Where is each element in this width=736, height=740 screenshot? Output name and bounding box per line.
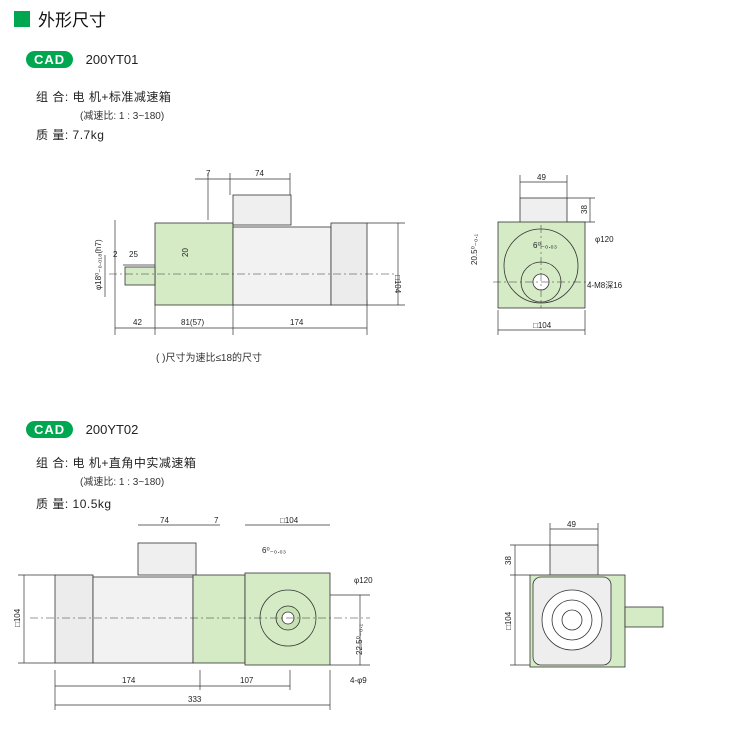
combo-value: 电 机+标准减速箱	[72, 90, 172, 104]
model2-header: CAD 200YT02	[26, 421, 138, 439]
dim-h20-5: 20.5⁰₋₀.₁	[470, 233, 479, 265]
section-title: 外形尺寸	[38, 11, 106, 30]
model1-combo: 组 合: 电 机+标准减速箱	[36, 88, 171, 105]
dim-20: 20	[181, 248, 190, 257]
combo-value: 电 机+直角中实减速箱	[72, 456, 197, 470]
dim-2: 2	[113, 250, 118, 259]
dim-dia120: φ120	[354, 576, 373, 585]
dim-shaft: φ18⁰₋₀.₀₁₈(h7)	[95, 239, 103, 290]
model2-name: 200YT02	[85, 422, 139, 437]
model1-header: CAD 200YT01	[26, 51, 138, 69]
weight-value: 10.5kg	[72, 497, 112, 511]
dim-left104: □104	[13, 608, 22, 627]
combo-label: 组 合:	[36, 90, 69, 104]
dim-174: 174	[290, 318, 304, 327]
weight-label: 质 量:	[36, 497, 69, 511]
dim-dia120: φ120	[595, 235, 614, 244]
model1-weight: 质 量: 7.7kg	[36, 126, 104, 143]
dim-side49: 49	[537, 173, 546, 182]
weight-value: 7.7kg	[72, 128, 105, 142]
dim-25: 25	[129, 250, 138, 259]
model1-side-drawing: 49 38 6⁰₋₀.₀₃ 20.5⁰₋₀.₁ φ120 4-M8深16 □10…	[470, 173, 623, 335]
dim-key6: 6⁰₋₀.₀₃	[262, 546, 286, 555]
dim-top7: 7	[206, 169, 211, 178]
model1-front-drawing: 7 74 20 2 25 φ18⁰₋₀.₀₁₈(h7) □104 42 81(5…	[95, 169, 405, 335]
header-square-icon	[14, 10, 30, 27]
cad-button-2[interactable]: CAD	[26, 421, 74, 438]
model2-front-drawing: 74 7 □104 6⁰₋₀.₀₃ φ120 22.5⁰₋₀.₁ 4-φ9 □1…	[13, 516, 373, 710]
weight-label: 质 量:	[36, 128, 69, 142]
model1-ratio: (减速比: 1 : 3~180)	[80, 111, 165, 122]
dim-side38: 38	[580, 205, 589, 214]
model1-note: ( )尺寸为速比≤18的尺寸	[156, 353, 263, 364]
model2-ratio: (减速比: 1 : 3~180)	[80, 477, 165, 488]
model2-combo: 组 合: 电 机+直角中实减速箱	[36, 454, 196, 471]
dim-side49: 49	[567, 520, 576, 529]
dim-side38: 38	[504, 556, 513, 565]
dim-side104: □104	[533, 321, 552, 330]
cad-button-1[interactable]: CAD	[26, 51, 74, 68]
dim-tap: 4-M8深16	[587, 281, 623, 290]
dim-sq104: □104	[393, 275, 402, 294]
dim-key6: 6⁰₋₀.₀₃	[533, 241, 557, 250]
section-header: 外形尺寸	[14, 6, 106, 31]
dim-side104: □104	[504, 611, 513, 630]
model2-side-drawing: 49 38 □104	[504, 520, 664, 668]
dim-top74: 74	[255, 169, 264, 178]
dim-174: 174	[122, 676, 136, 685]
dim-top74: 74	[160, 516, 169, 525]
dim-h22-5: 22.5⁰₋₀.₁	[355, 623, 364, 655]
model1-name: 200YT01	[85, 52, 139, 67]
dim-107: 107	[240, 676, 254, 685]
dim-holes: 4-φ9	[350, 676, 367, 685]
dim-333: 333	[188, 695, 202, 704]
dim-top7: 7	[214, 516, 219, 525]
combo-label: 组 合:	[36, 456, 69, 470]
model2-weight: 质 量: 10.5kg	[36, 495, 112, 512]
dim-top104: □104	[280, 516, 299, 525]
dim-42: 42	[133, 318, 142, 327]
dim-81: 81(57)	[181, 318, 204, 327]
